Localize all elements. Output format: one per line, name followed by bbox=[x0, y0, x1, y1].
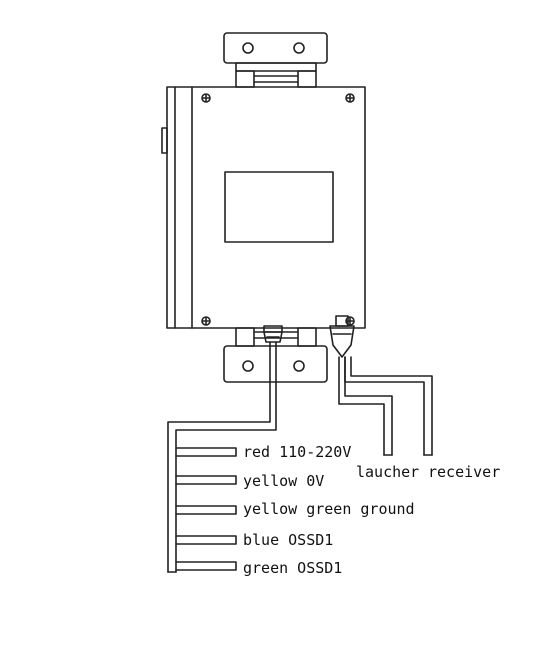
screw-bottom-right bbox=[345, 316, 355, 326]
wire-label-green: green OSSD1 bbox=[243, 559, 343, 577]
launcher-cable-label: laucher bbox=[356, 463, 420, 481]
wire-yellow-green bbox=[175, 505, 237, 515]
top-bracket-right-hole bbox=[293, 42, 305, 54]
power-wire-leads bbox=[167, 447, 237, 573]
bottom-bracket-left-hole bbox=[242, 360, 254, 372]
wire-label-yellow: yellow 0V bbox=[243, 472, 325, 490]
sensor-cable-gland bbox=[329, 315, 355, 358]
screw-bottom-left bbox=[201, 316, 211, 326]
wire-green bbox=[175, 561, 237, 571]
display-window bbox=[224, 171, 334, 243]
wire-label-blue: blue OSSD1 bbox=[243, 531, 334, 549]
power-cable bbox=[167, 341, 277, 573]
wire-label-red: red 110-220V bbox=[243, 443, 352, 461]
power-cable-gland bbox=[263, 325, 283, 343]
wire-blue bbox=[175, 535, 237, 545]
receiver-cable-label: receiver bbox=[428, 463, 501, 481]
launcher-cable bbox=[338, 356, 393, 456]
screw-top-left bbox=[201, 93, 211, 103]
wire-yellow bbox=[175, 475, 237, 485]
top-mounting-bracket bbox=[223, 32, 328, 88]
receiver-cable bbox=[344, 356, 433, 456]
wire-label-yellow-green: yellow green ground bbox=[243, 500, 415, 518]
top-bracket-left-hole bbox=[242, 42, 254, 54]
bottom-bracket-right-hole bbox=[293, 360, 305, 372]
controller-enclosure bbox=[161, 86, 366, 329]
side-latch bbox=[161, 127, 168, 154]
wire-red bbox=[175, 447, 237, 457]
screw-top-right bbox=[345, 93, 355, 103]
